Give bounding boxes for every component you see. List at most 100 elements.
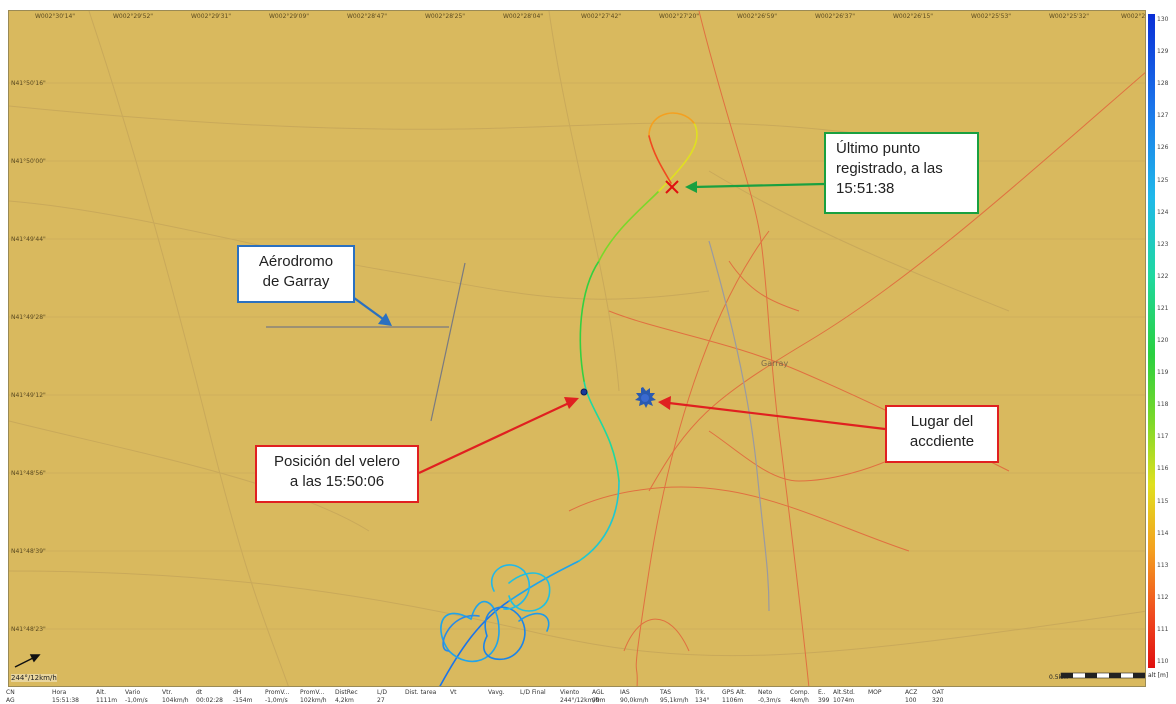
lon-label: W002°29'52": [113, 13, 154, 20]
grey-road: [708, 240, 770, 612]
road-network: [568, 11, 1145, 686]
table-header[interactable]: PromV...: [265, 689, 290, 696]
table-cell: -1,0m/s: [125, 697, 148, 704]
table-header[interactable]: PromV...: [300, 689, 325, 696]
table-header[interactable]: GPS Alt.: [722, 689, 747, 696]
colorbar-tick: 129: [1157, 48, 1169, 56]
table-header[interactable]: DistRec: [335, 689, 358, 696]
lat-label: N41°48'56": [11, 470, 46, 477]
flight-map[interactable]: W002°30'14" W002°29'52" W002°29'31" W002…: [8, 10, 1146, 687]
table-header[interactable]: OAT: [932, 689, 944, 696]
table-cell: 1106m: [722, 697, 744, 704]
table-cell: 15:51:38: [52, 697, 79, 704]
table-header[interactable]: Viento: [560, 689, 580, 696]
table-cell: -0,3m/s: [758, 697, 781, 704]
table-cell: 1111m: [96, 697, 118, 704]
colorbar-tick: 113: [1157, 561, 1169, 569]
table-cell: 4km/h: [790, 697, 809, 704]
coordinate-grid: [9, 82, 1145, 630]
table-header[interactable]: Alt.Std.: [833, 689, 855, 696]
lon-label: W002°25'53": [971, 13, 1012, 20]
callout-aerodrome: Aérodromo de Garray: [237, 245, 355, 303]
colorbar-tick: 120: [1157, 337, 1169, 344]
table-cell: 244°/12km/h: [560, 697, 600, 704]
table-cell: 95,1km/h: [660, 697, 689, 704]
lat-label: N41°50'16": [11, 80, 46, 87]
table-cell: 100: [905, 697, 917, 704]
table-header[interactable]: dH: [233, 689, 242, 696]
table-cell: 27: [377, 697, 385, 704]
table-cell: 399: [818, 697, 830, 704]
last-point-marker: [665, 180, 679, 194]
glider-position-marker: [580, 388, 588, 396]
lon-label: W002°26'37": [815, 13, 856, 20]
colorbar-tick: 118: [1157, 401, 1169, 409]
table-header[interactable]: Vt: [450, 689, 457, 696]
colorbar-tick: 114: [1157, 529, 1169, 537]
table-header[interactable]: IAS: [620, 689, 630, 696]
colorbar-unit: alt [m]: [1148, 672, 1169, 679]
terrain-paths: [9, 11, 1145, 686]
lat-label: N41°49'12": [11, 392, 46, 399]
lon-label: W002°29'09": [269, 13, 310, 20]
colorbar-tick: 122: [1157, 272, 1169, 280]
map-canvas: [9, 11, 1145, 686]
table-header[interactable]: Vavg.: [488, 689, 505, 696]
accident-marker: [635, 387, 656, 408]
table-header[interactable]: Comp.: [790, 689, 810, 696]
table-cell: 90,0km/h: [620, 697, 649, 704]
colorbar-tick: 111: [1157, 625, 1169, 633]
colorbar-tick: 119: [1157, 369, 1169, 377]
lon-label: W002°26'15": [893, 13, 934, 20]
table-header[interactable]: Alt.: [96, 689, 107, 696]
table-header[interactable]: CN: [6, 689, 15, 696]
table-cell: 4,2km: [335, 697, 354, 704]
table-header[interactable]: Vtr.: [162, 689, 173, 696]
table-header[interactable]: ACZ: [905, 689, 918, 696]
colorbar-tick: 123: [1157, 240, 1169, 248]
table-header[interactable]: Trk.: [695, 689, 706, 696]
table-header[interactable]: E..: [818, 689, 826, 696]
table-header[interactable]: Hora: [52, 689, 67, 696]
lon-label: W002°26'59": [737, 13, 778, 20]
table-cell: 320: [932, 697, 944, 704]
colorbar-tick: 130: [1157, 16, 1169, 23]
table-header[interactable]: AGL: [592, 689, 604, 696]
lon-label: W002°27'42": [581, 13, 622, 20]
colorbar-tick: 124: [1157, 208, 1169, 216]
lon-label: W002°28'47": [347, 13, 388, 20]
table-cell: 99m: [592, 697, 606, 704]
colorbar-tick: 127: [1157, 112, 1169, 120]
table-cell: 134°: [695, 697, 710, 704]
table-cell: 1074m: [833, 697, 855, 704]
lat-label: N41°48'23": [11, 626, 46, 633]
table-header[interactable]: TAS: [660, 689, 672, 696]
table-header[interactable]: Vario: [125, 689, 141, 696]
colorbar-tick: 115: [1157, 497, 1169, 505]
table-header[interactable]: dt: [196, 689, 203, 696]
lon-label: W002°28'25": [425, 13, 466, 20]
lon-label: W002°29'31": [191, 13, 232, 20]
table-cell: 104km/h: [162, 697, 189, 704]
lat-label: N41°49'28": [11, 314, 46, 321]
lon-label: W002°25'32": [1049, 13, 1090, 20]
scale-bar: [1060, 672, 1145, 679]
table-cell: -1,0m/s: [265, 697, 288, 704]
table-header[interactable]: Neto: [758, 689, 773, 696]
table-header[interactable]: L/D Final: [520, 689, 546, 696]
colorbar-tick: 110: [1157, 658, 1169, 665]
lon-label: W002°30'14": [35, 13, 76, 20]
table-header[interactable]: MOP: [868, 689, 882, 696]
colorbar-tick: 125: [1157, 176, 1169, 184]
table-cell: 00:02:28: [196, 697, 223, 704]
colorbar-tick: 117: [1157, 433, 1169, 441]
table-cell: 102km/h: [300, 697, 327, 704]
colorbar-tick: 128: [1157, 80, 1169, 88]
table-header[interactable]: L/D: [377, 689, 387, 696]
aerodrome-runway: [266, 262, 466, 422]
wind-label: 244°/12km/h: [11, 674, 57, 682]
table-header[interactable]: Dist. tarea: [405, 689, 437, 696]
